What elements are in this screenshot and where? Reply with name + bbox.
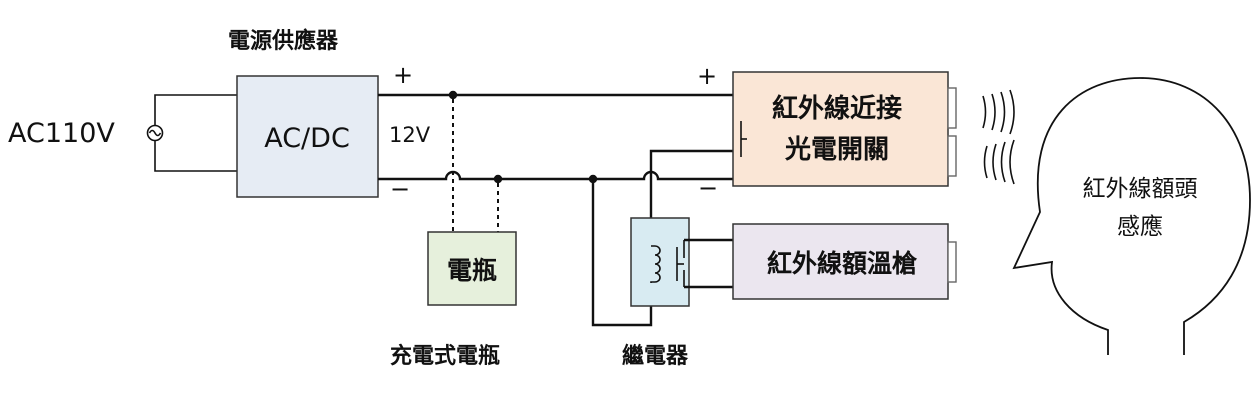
ac-wire-bottom <box>154 140 237 172</box>
relay-caption: 繼電器 <box>622 343 689 369</box>
junction-dot <box>493 174 503 184</box>
sensor-label-line1: 紅外線近接 <box>772 93 902 124</box>
thermometer-label: 紅外線額溫槍 <box>767 249 918 278</box>
sensor-box <box>732 71 949 187</box>
switch-contact-icon <box>740 121 747 157</box>
sensor-label-line2: 光電開關 <box>784 135 889 165</box>
thermometer-lens <box>947 241 957 283</box>
head-label-line1: 紅外線額頭 <box>1083 176 1198 202</box>
ac-sine-icon <box>146 124 164 142</box>
ac-wire-top <box>154 94 237 126</box>
minus-left-label: − <box>390 175 410 203</box>
junction-dot <box>448 90 458 100</box>
switch-output-wire <box>649 149 733 246</box>
sensor-lens-top <box>947 87 957 129</box>
sensor-lens-bottom <box>947 135 957 177</box>
junction-dot <box>588 174 598 184</box>
thermometer-box <box>732 223 949 300</box>
head-label-line2: 感應 <box>1117 214 1163 240</box>
converter-label: AC/DC <box>264 123 350 154</box>
relay-coil-icon <box>650 245 661 283</box>
power-supply-box <box>236 75 379 198</box>
negative-rail <box>378 170 733 181</box>
voltage-label: 12V <box>389 123 431 147</box>
plus-right-label: + <box>697 62 717 90</box>
battery-label: 電瓶 <box>447 256 497 285</box>
power-supply-title: 電源供應器 <box>228 28 339 54</box>
battery-box <box>427 231 517 306</box>
minus-right-label: − <box>698 174 718 202</box>
human-head-icon <box>1012 77 1251 355</box>
ac-input-label: AC110V <box>8 118 115 149</box>
plus-left-label: + <box>393 61 413 89</box>
battery-caption: 充電式電瓶 <box>390 343 500 369</box>
infrared-waves-icon <box>982 89 1015 185</box>
